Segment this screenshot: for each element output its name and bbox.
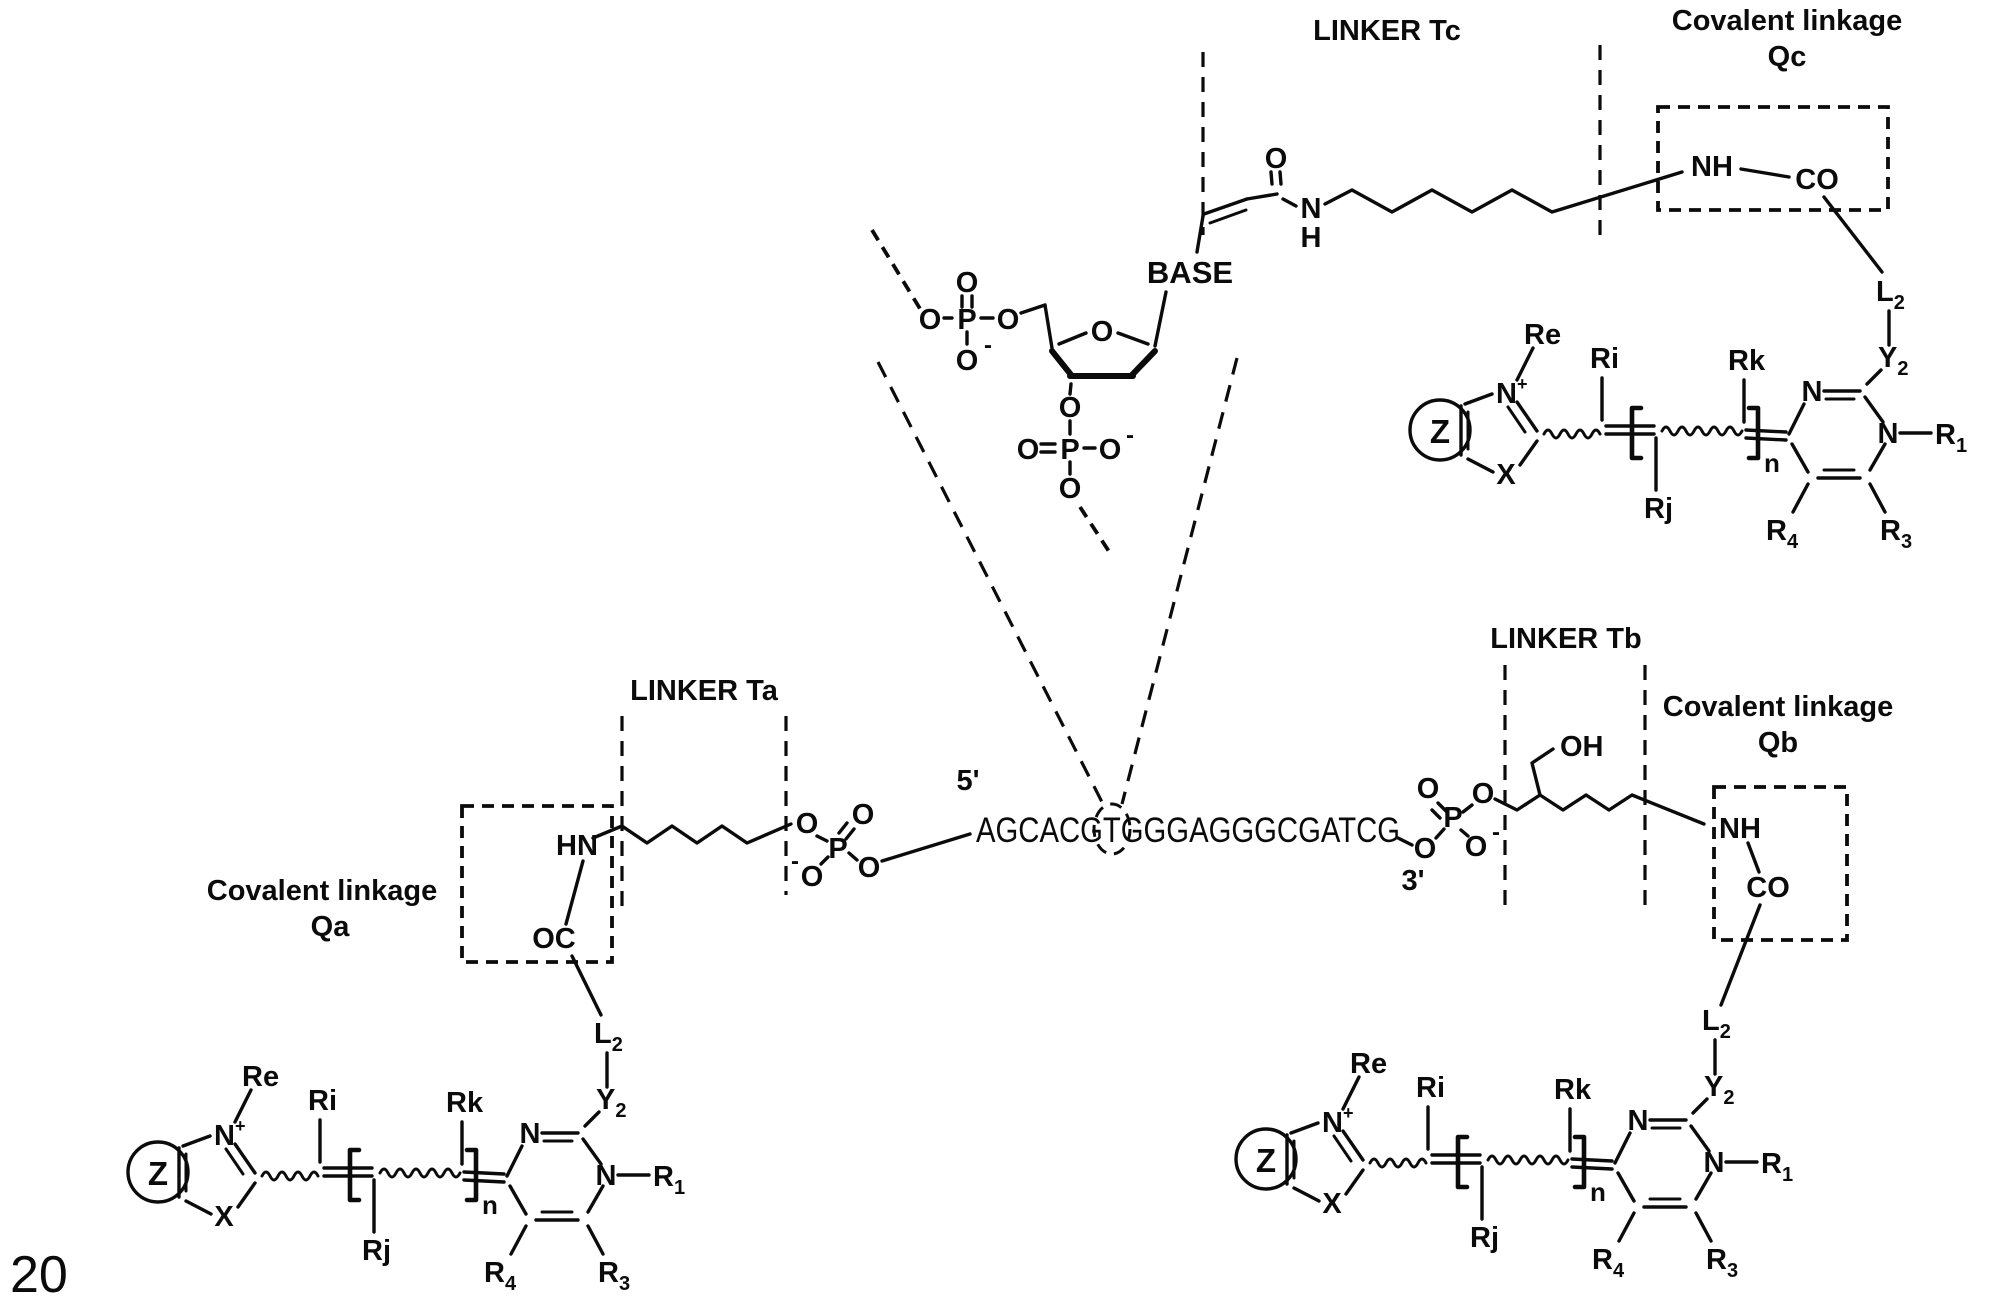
qc-box [1656, 105, 1890, 212]
qb-title-line1: Covalent linkage [1663, 691, 1893, 723]
three-prime-phosphate: O P O O - O [1396, 773, 1500, 865]
linker-ta-label: LINKER Ta [630, 675, 779, 707]
modified-nucleotide: O P O O - O O BASE O P O O - [870, 229, 1233, 558]
deoxyribose-ring: O [1049, 316, 1158, 379]
p3-o-double: O [1417, 773, 1440, 805]
oligo-continuation-dashed-bond-5prime [870, 229, 924, 313]
qc-nh-label: NH [1691, 151, 1733, 183]
phosphate2-o-top: O [1059, 392, 1082, 424]
expansion-lines [876, 357, 1239, 856]
three-prime-label: 3' [1401, 865, 1424, 897]
c1-base-bond [1153, 290, 1168, 348]
qc-co-l2-bond [1822, 195, 1884, 274]
dye-structure-top-right [1410, 276, 1967, 553]
phosphate1-o-minus: O [956, 345, 979, 377]
hexyl-chain [1323, 170, 1684, 214]
linker-tc-label: LINKER Tc [1313, 15, 1461, 47]
five-prime-label: 5' [956, 765, 979, 797]
ribose-ring-oxygen: O [1091, 316, 1114, 348]
qa-title-line1: Covalent linkage [207, 875, 437, 907]
oligo-continuation-dashed-bond-3prime [1078, 505, 1114, 558]
qb-co-label: CO [1746, 872, 1790, 904]
qb-box [1712, 785, 1849, 942]
qb-nh-co-bond [1746, 841, 1761, 874]
p3-o-chain: O [1472, 778, 1495, 810]
p3-minus: - [1492, 819, 1500, 846]
qc-title-line2: Qc [1768, 41, 1807, 73]
phosphate2-o-minus: O [1099, 434, 1122, 466]
phosphate2-o-double: O [1017, 434, 1040, 466]
dye-structure-bottom-left [128, 1018, 685, 1295]
covalent-linkage-qa: Covalent linkage Qa HN OC [207, 804, 614, 1017]
qb-nh-label: NH [1719, 813, 1761, 845]
expansion-line-right [1120, 357, 1239, 805]
qa-hn-label: HN [556, 830, 598, 862]
qa-title-line2: Qa [311, 911, 351, 943]
linker-tb-chain: OH [1493, 731, 1706, 826]
amide-carbonyl-o: O [1265, 143, 1288, 175]
qc-nh-co-bond [1739, 167, 1791, 179]
phosphate2-o-bottom: O [1059, 473, 1082, 505]
p5-to-sequence-bond [880, 832, 972, 863]
p5-o-double: O [852, 799, 875, 831]
p5-o-chain: O [796, 808, 819, 840]
p5-minus: - [791, 848, 799, 875]
qc-co-label: CO [1795, 164, 1839, 196]
phosphate1-o-left: O [919, 304, 942, 336]
phosphate1-o-right: O [997, 304, 1020, 336]
qb-title-line2: Qb [1758, 727, 1798, 759]
qa-box [460, 804, 614, 964]
qa-oc-l2-bond [570, 954, 603, 1017]
amide-n: N [1301, 193, 1322, 225]
p5-o-minus: O [801, 861, 824, 893]
alkene-double-bond [1202, 197, 1249, 216]
covalent-linkage-qb: Covalent linkage Qb NH CO [1663, 691, 1893, 1007]
phosphate2-p: P [1060, 434, 1079, 466]
five-prime-phosphate: O P O O - O [791, 799, 972, 893]
phosphate2-minus: - [1126, 422, 1134, 449]
ta-hexyl-chain [591, 822, 793, 845]
phosphate1-minus: - [984, 332, 992, 359]
linker-tb-label: LINKER Tb [1490, 623, 1641, 655]
phosphate1-p: P [957, 304, 976, 336]
highlighted-t-circle [1092, 802, 1132, 856]
p3-o-minus: O [1465, 831, 1488, 863]
dye-structure-bottom-right [1236, 1005, 1793, 1282]
p5-p: P [828, 833, 847, 865]
qa-hn-oc-bond [564, 859, 585, 926]
qa-oc-label: OC [532, 923, 576, 955]
p3-o-left: O [1414, 833, 1437, 865]
tb-ch2oh-branch [1530, 747, 1555, 797]
qb-co-l2-bond [1719, 903, 1762, 1007]
p3-p: P [1443, 802, 1462, 834]
phosphate1-o-double: O [956, 267, 979, 299]
tb-chain [1493, 793, 1706, 826]
base-label: BASE [1147, 255, 1233, 290]
p5-o-right: O [858, 852, 881, 884]
figure-number: 20 [10, 1246, 68, 1303]
tb-oh-label: OH [1560, 731, 1604, 763]
covalent-linkage-qc: Covalent linkage Qc NH CO [1656, 5, 1902, 274]
oligo-sequence: 5' AGCACGTGGGAGGGCGATCG 3' [956, 765, 1424, 897]
qc-title-line1: Covalent linkage [1672, 5, 1902, 37]
sequence-letters: AGCACGTGGGAGGGCGATCG [976, 811, 1400, 850]
linker-tc-chain: O N H [1195, 143, 1684, 254]
amide-h: H [1301, 222, 1322, 254]
linker-ta-chain [591, 822, 793, 845]
